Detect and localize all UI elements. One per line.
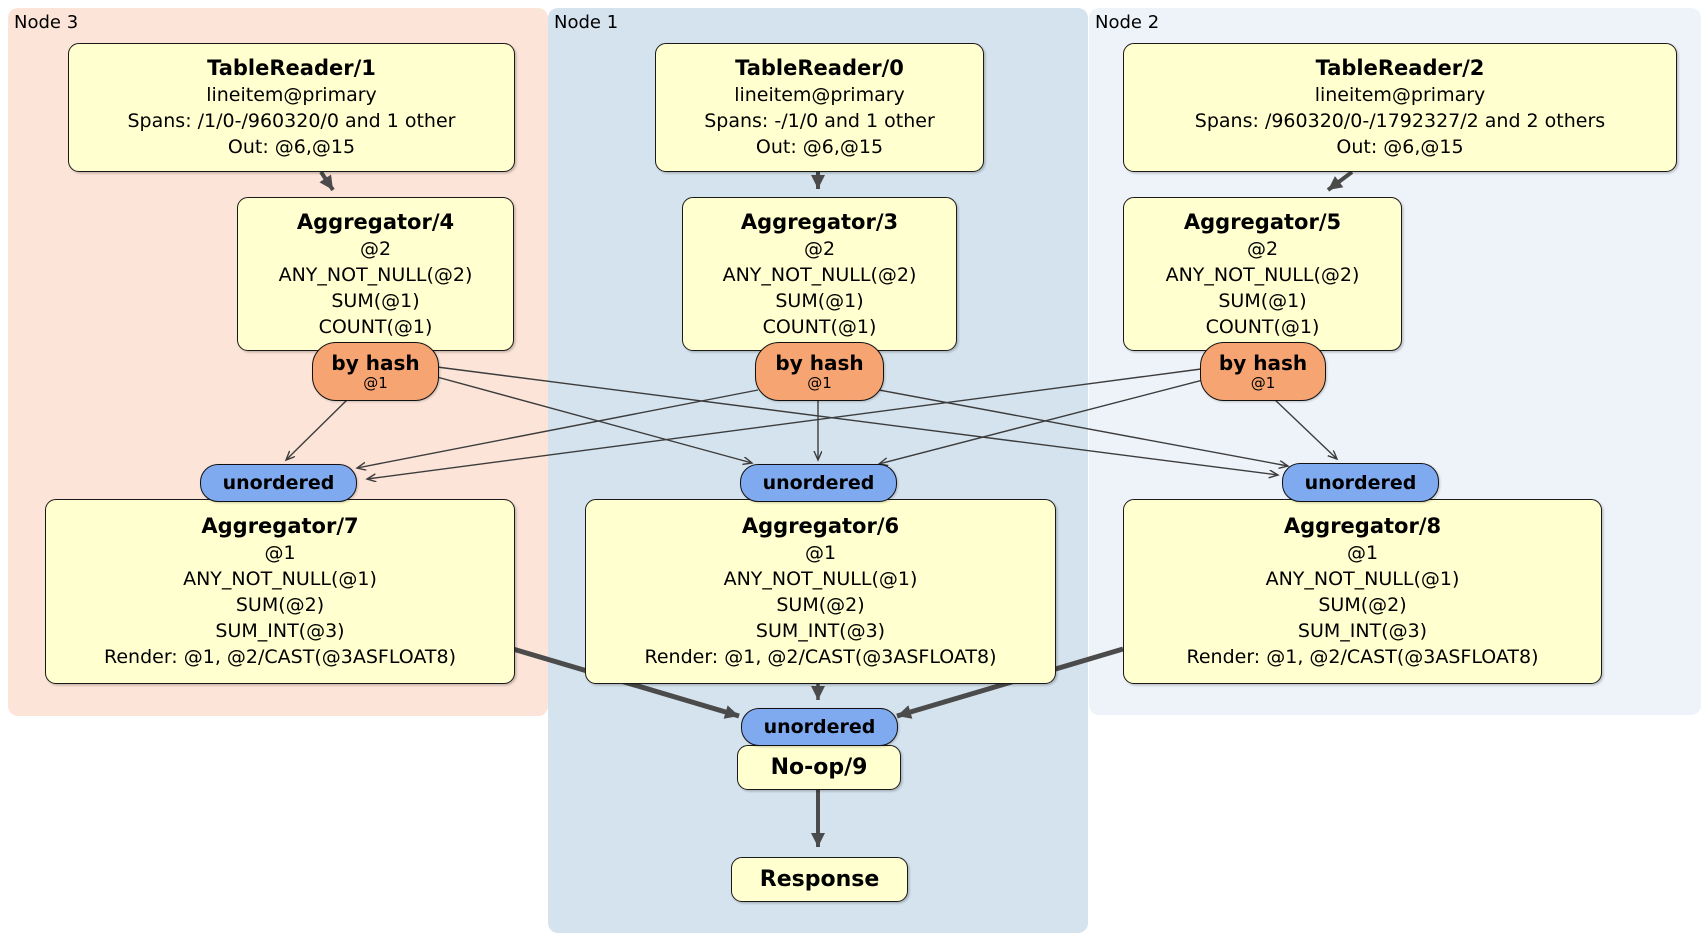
router-label: by hash [1218,350,1308,375]
box-line: ANY_NOT_NULL(@2) [1165,263,1360,286]
sync-label: unordered [762,472,875,494]
box-line: lineitem@primary [1314,84,1486,106]
box-title: TableReader/2 [1315,56,1485,80]
box-line: COUNT(@1) [1205,315,1320,338]
sync-label: unordered [763,716,876,738]
box-line: SUM_INT(@3) [1297,620,1428,642]
box-title: No-op/9 [770,755,868,780]
box-title: Aggregator/4 [296,209,455,234]
edge-hash3-un2 [436,366,1278,475]
box-line: SUM(@2) [235,594,325,616]
box-line: @1 [264,542,296,564]
response-box: Response [731,857,908,902]
router-column: @1 [807,373,832,392]
box-line: COUNT(@1) [762,315,877,338]
by-hash-router-node3: by hash @1 [312,342,439,401]
sync-label: unordered [1304,471,1417,494]
edge-hash1-un2 [878,389,1288,466]
box-line: lineitem@primary [734,84,905,106]
box-line: ANY_NOT_NULL(@1) [1265,568,1460,590]
edge-hash2-un3 [367,368,1202,479]
box-line: SUM_INT(@3) [755,620,886,642]
router-label: by hash [331,350,420,375]
node3-region-label: Node 3 [14,12,79,33]
unordered-sync-node2: unordered [1282,463,1439,502]
by-hash-router-node2: by hash @1 [1200,342,1326,401]
unordered-sync-node3: unordered [200,464,357,502]
box-line: SUM(@1) [331,289,420,312]
box-line: Render: @1, @2/CAST(@3ASFLOAT8) [1186,646,1539,668]
aggregator-7-box: Aggregator/7 @1 ANY_NOT_NULL(@1) SUM(@2)… [45,499,515,684]
box-line: @2 [1246,237,1279,260]
box-line: @2 [359,237,392,260]
aggregator-6-box: Aggregator/6 @1 ANY_NOT_NULL(@1) SUM(@2)… [585,499,1056,684]
box-line: Spans: -/1/0 and 1 other [704,110,935,132]
edge-hash3-un1 [436,376,752,463]
node1-region-label: Node 1 [554,12,619,33]
router-column: @1 [1250,373,1276,392]
box-line: Out: @6,@15 [227,136,356,158]
box-line: @2 [803,237,836,260]
tablereader-1-box: TableReader/1 lineitem@primary Spans: /1… [68,43,515,172]
tablereader-0-box: TableReader/0 lineitem@primary Spans: -/… [655,43,984,172]
box-line: lineitem@primary [206,84,377,106]
box-line: ANY_NOT_NULL(@2) [278,263,473,286]
box-title: TableReader/0 [735,56,904,80]
box-line: @1 [1346,542,1379,564]
box-line: SUM(@2) [1318,594,1407,616]
box-title: Aggregator/3 [740,209,899,234]
box-title: TableReader/1 [207,56,376,80]
box-line: SUM_INT(@3) [215,620,345,642]
aggregator-3-box: Aggregator/3 @2 ANY_NOT_NULL(@2) SUM(@1)… [682,197,957,351]
box-line: ANY_NOT_NULL(@2) [722,263,917,286]
unordered-sync-final: unordered [741,708,898,746]
sync-label: unordered [222,472,335,494]
box-line: ANY_NOT_NULL(@1) [183,568,377,590]
unordered-sync-node1: unordered [740,464,897,502]
edge-hash2-un1 [879,379,1204,464]
box-title: Aggregator/8 [1283,514,1442,538]
box-title: Aggregator/6 [741,514,900,538]
box-line: ANY_NOT_NULL(@1) [723,568,918,590]
box-line: Out: @6,@15 [1336,136,1464,158]
router-label: by hash [775,350,864,375]
edge-hash1-un3 [357,389,759,468]
by-hash-router-node1: by hash @1 [755,342,884,401]
edge-tr1-agg4 [319,170,335,192]
box-title: Aggregator/5 [1183,209,1342,234]
box-line: COUNT(@1) [318,315,433,338]
edge-hash2-un2 [1271,396,1337,459]
box-line: Out: @6,@15 [755,136,884,158]
router-column: @1 [363,373,388,392]
box-title: Aggregator/7 [201,514,359,538]
aggregator-8-box: Aggregator/8 @1 ANY_NOT_NULL(@1) SUM(@2)… [1123,499,1602,684]
box-line: Render: @1, @2/CAST(@3ASFLOAT8) [104,646,456,668]
aggregator-4-box: Aggregator/4 @2 ANY_NOT_NULL(@2) SUM(@1)… [237,197,514,351]
box-line: @1 [804,542,837,564]
node2-region-label: Node 2 [1095,12,1160,33]
edge-tr2-agg5 [1326,170,1354,192]
edge-hash3-un3 [286,396,351,460]
box-line: SUM(@2) [776,594,865,616]
box-line: SUM(@1) [1218,289,1307,312]
box-line: Render: @1, @2/CAST(@3ASFLOAT8) [644,646,997,668]
aggregator-5-box: Aggregator/5 @2 ANY_NOT_NULL(@2) SUM(@1)… [1123,197,1402,351]
tablereader-2-box: TableReader/2 lineitem@primary Spans: /9… [1123,43,1677,172]
box-line: SUM(@1) [775,289,864,312]
box-title: Response [759,867,880,892]
noop-9-box: No-op/9 [737,745,901,790]
box-line: Spans: /960320/0-/1792327/2 and 2 others [1194,110,1606,132]
box-line: Spans: /1/0-/960320/0 and 1 other [127,110,456,132]
